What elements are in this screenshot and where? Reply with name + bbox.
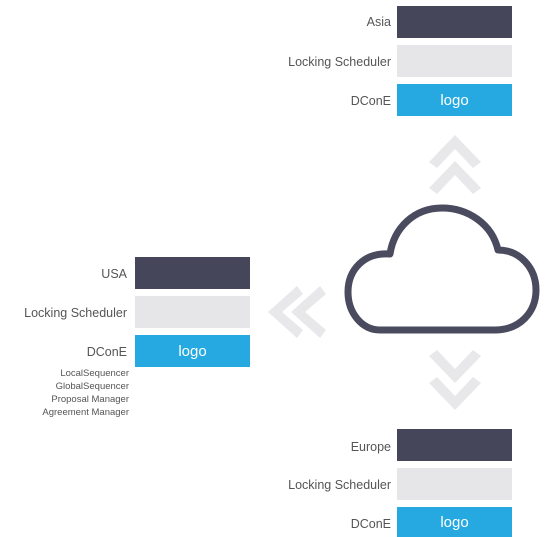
chevron-down-upper (429, 350, 481, 383)
asia-region-label: Asia (366, 15, 391, 29)
chevron-left-outer (268, 286, 303, 338)
chevron-up-lower (429, 161, 481, 194)
asia-logo-box: logo (397, 84, 512, 116)
usa-scheduler-box (135, 296, 250, 328)
europe-dcone-label: DConE (350, 517, 391, 531)
double-chevron-up-icon (429, 135, 481, 194)
asia-region-box (397, 6, 512, 38)
asia-scheduler-label: Locking Scheduler (288, 55, 391, 69)
component-proposal-manager: Proposal Manager (51, 394, 129, 405)
component-local-sequencer: LocalSequencer (60, 368, 129, 379)
cloud-outline (344, 204, 540, 334)
double-chevron-left-icon (268, 286, 326, 338)
cloud-icon (344, 204, 540, 334)
europe-scheduler-box (397, 468, 512, 500)
usa-scheduler-label: Locking Scheduler (24, 306, 127, 320)
asia-scheduler-box (397, 45, 512, 77)
europe-region-label: Europe (350, 440, 391, 454)
usa-dcone-label: DConE (86, 345, 127, 359)
europe-scheduler-label: Locking Scheduler (288, 478, 391, 492)
europe-region-box (397, 429, 512, 461)
usa-region-label: USA (101, 267, 127, 281)
usa-region-box (135, 257, 250, 289)
asia-dcone-label: DConE (350, 94, 391, 108)
chevron-down-lower (429, 377, 481, 410)
component-agreement-manager: Agreement Manager (42, 407, 129, 418)
double-chevron-down-icon (429, 350, 481, 410)
component-global-sequencer: GlobalSequencer (55, 381, 129, 392)
chevron-left-inner (291, 286, 326, 338)
chevron-up-upper (429, 135, 481, 168)
europe-logo-box: logo (397, 507, 512, 537)
usa-logo-box: logo (135, 335, 250, 367)
